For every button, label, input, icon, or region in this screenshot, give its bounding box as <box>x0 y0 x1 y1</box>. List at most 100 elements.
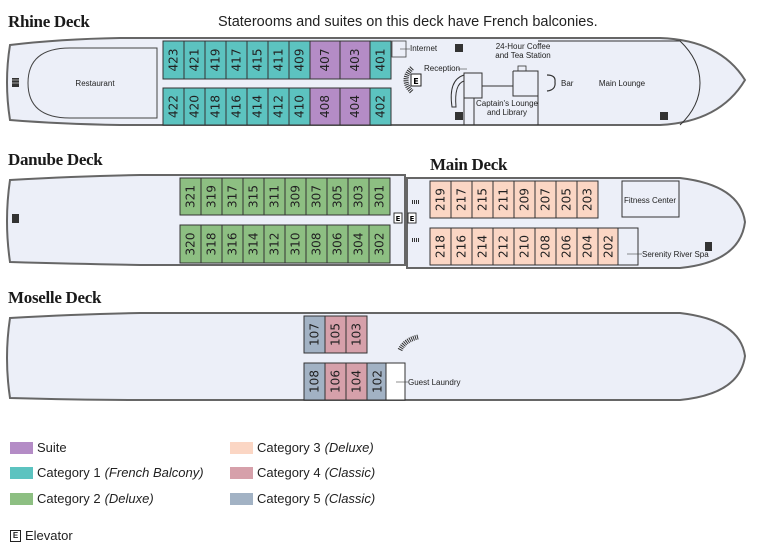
cabin-316[interactable]: 316 <box>221 224 244 264</box>
cabin-box[interactable] <box>369 87 392 126</box>
cabin-208[interactable]: 208 <box>534 227 557 266</box>
cabin-402[interactable]: 402 <box>369 87 392 126</box>
cabin-302[interactable]: 302 <box>368 224 391 264</box>
cabin-303[interactable]: 303 <box>347 177 370 216</box>
cabin-102[interactable]: 102 <box>366 362 389 401</box>
cabin-412[interactable]: 412 <box>267 87 290 126</box>
cabin-214[interactable]: 214 <box>471 227 494 266</box>
cabin-box[interactable] <box>345 315 368 354</box>
cabin-415[interactable]: 415 <box>246 40 269 80</box>
cabin-box[interactable] <box>309 40 341 80</box>
cabin-310[interactable]: 310 <box>284 224 307 264</box>
cabin-202[interactable]: 202 <box>597 227 620 266</box>
elevator-icon-label: E <box>413 77 418 86</box>
cabin-104[interactable]: 104 <box>345 362 368 401</box>
cabin-304[interactable]: 304 <box>347 224 370 264</box>
cabin-number: 401 <box>374 49 388 72</box>
cabin-218[interactable]: 218 <box>429 227 452 266</box>
cabin-409[interactable]: 409 <box>288 40 311 80</box>
cabin-105[interactable]: 105 <box>324 315 347 354</box>
cabin-411[interactable]: 411 <box>267 40 290 80</box>
spiral-stairs-icon <box>412 200 420 242</box>
cabin-309[interactable]: 309 <box>284 177 307 216</box>
cabin-403[interactable]: 403 <box>339 40 371 80</box>
cabin-217[interactable]: 217 <box>450 180 473 219</box>
elevator-icon: E <box>10 529 21 542</box>
cabin-311[interactable]: 311 <box>263 177 286 216</box>
cabin-308[interactable]: 308 <box>305 224 328 264</box>
legend-swatch <box>230 441 253 454</box>
cabin-420[interactable]: 420 <box>183 87 206 126</box>
cabin-414[interactable]: 414 <box>246 87 269 126</box>
cabin-number: 310 <box>289 233 303 256</box>
cabin-box[interactable] <box>369 40 392 80</box>
cabin-312[interactable]: 312 <box>263 224 286 264</box>
cabin-number: 212 <box>497 235 511 258</box>
cabin-306[interactable]: 306 <box>326 224 349 264</box>
cabin-206[interactable]: 206 <box>555 227 578 266</box>
cabin-207[interactable]: 207 <box>534 180 557 219</box>
cabin-box[interactable] <box>368 224 391 264</box>
cabin-number: 417 <box>230 49 244 72</box>
cabin-401[interactable]: 401 <box>369 40 392 80</box>
cabin-203[interactable]: 203 <box>576 180 599 219</box>
cabin-315[interactable]: 315 <box>242 177 265 216</box>
reception-label: Reception <box>424 64 460 73</box>
cabin-number: 404 <box>348 95 362 118</box>
cabin-box[interactable] <box>339 87 371 126</box>
elevator-icon-label: E <box>396 215 401 223</box>
cabin-404[interactable]: 404 <box>339 87 371 126</box>
cabin-106[interactable]: 106 <box>324 362 347 401</box>
cabin-421[interactable]: 421 <box>183 40 206 80</box>
cabin-211[interactable]: 211 <box>492 180 515 219</box>
cabin-318[interactable]: 318 <box>200 224 223 264</box>
cabin-305[interactable]: 305 <box>326 177 349 216</box>
cabin-box[interactable] <box>576 180 599 219</box>
cabin-307[interactable]: 307 <box>305 177 328 216</box>
cabin-219[interactable]: 219 <box>429 180 452 219</box>
cabin-422[interactable]: 422 <box>162 87 185 126</box>
cabin-215[interactable]: 215 <box>471 180 494 219</box>
cabin-number: 408 <box>318 95 332 118</box>
bar-counter <box>546 74 556 92</box>
moselle-hull <box>6 312 747 401</box>
cabin-209[interactable]: 209 <box>513 180 536 219</box>
cabin-408[interactable]: 408 <box>309 87 341 126</box>
cabin-number: 321 <box>184 185 198 208</box>
cabin-317[interactable]: 317 <box>221 177 244 216</box>
cabin-number: 416 <box>230 95 244 118</box>
cabin-419[interactable]: 419 <box>204 40 227 80</box>
cabin-423[interactable]: 423 <box>162 40 185 80</box>
legend-qualifier: (Deluxe) <box>104 491 154 506</box>
cabin-319[interactable]: 319 <box>200 177 223 216</box>
cabin-417[interactable]: 417 <box>225 40 248 80</box>
cabin-number: 415 <box>251 49 265 72</box>
cabin-205[interactable]: 205 <box>555 180 578 219</box>
cabin-number: 305 <box>331 185 345 208</box>
cabin-407[interactable]: 407 <box>309 40 341 80</box>
cabin-box[interactable] <box>368 177 391 216</box>
cabin-320[interactable]: 320 <box>179 224 202 264</box>
cabin-410[interactable]: 410 <box>288 87 311 126</box>
cabin-212[interactable]: 212 <box>492 227 515 266</box>
cabin-416[interactable]: 416 <box>225 87 248 126</box>
cabin-418[interactable]: 418 <box>204 87 227 126</box>
cabin-103[interactable]: 103 <box>345 315 368 354</box>
cabin-301[interactable]: 301 <box>368 177 391 216</box>
cabin-216[interactable]: 216 <box>450 227 473 266</box>
cabin-number: 420 <box>188 95 202 118</box>
stairs-icon <box>12 214 19 223</box>
legend-swatch <box>230 492 253 505</box>
cabin-314[interactable]: 314 <box>242 224 265 264</box>
cabin-number: 301 <box>373 185 387 208</box>
cabin-108[interactable]: 108 <box>303 362 326 401</box>
cabin-210[interactable]: 210 <box>513 227 536 266</box>
cabin-107[interactable]: 107 <box>303 315 326 354</box>
cabin-number: 315 <box>247 185 261 208</box>
cabin-number: 303 <box>352 185 366 208</box>
legend-qualifier: (Classic) <box>324 465 376 480</box>
cabin-204[interactable]: 204 <box>576 227 599 266</box>
captains-lounge-room <box>463 70 539 125</box>
cabin-321[interactable]: 321 <box>179 177 202 216</box>
